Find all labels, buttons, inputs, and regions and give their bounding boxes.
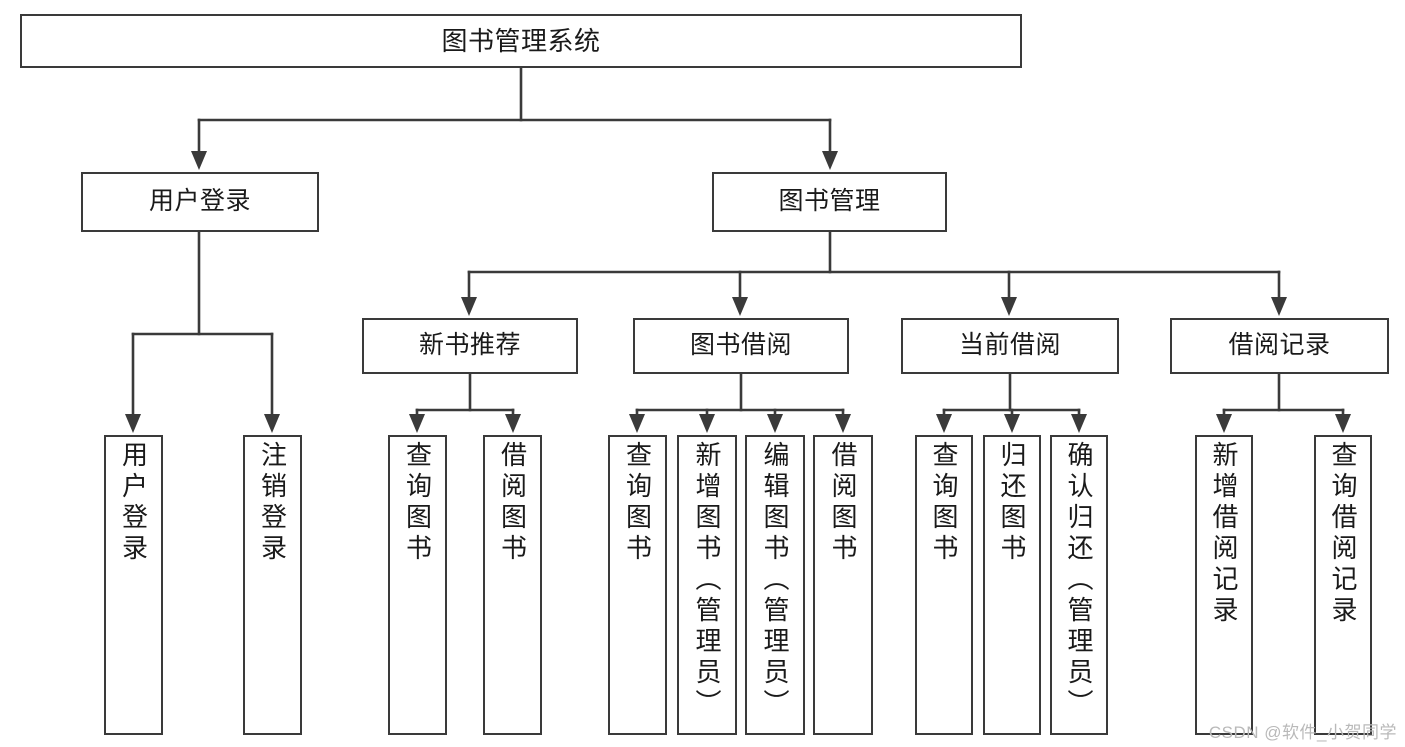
arrowhead-icon xyxy=(1335,414,1351,433)
node-label: 注销登录 xyxy=(257,441,288,565)
node-bookmgr[interactable]: 图书管理 xyxy=(712,172,947,232)
node-l-ret[interactable]: 归还图书 xyxy=(983,435,1041,735)
node-label: 查询图书 xyxy=(622,441,653,565)
node-l-add[interactable]: 新增图书（管理员） xyxy=(677,435,737,735)
arrowhead-icon xyxy=(125,414,141,433)
node-l-addrec[interactable]: 新增借阅记录 xyxy=(1195,435,1253,735)
node-label: 归还图书 xyxy=(997,441,1027,565)
node-newbook[interactable]: 新书推荐 xyxy=(362,318,578,374)
arrowhead-icon xyxy=(1071,414,1087,433)
node-l-q2[interactable]: 查询图书 xyxy=(608,435,667,735)
node-label: 新增图书（管理员） xyxy=(692,441,722,720)
arrowhead-icon xyxy=(936,414,952,433)
node-root[interactable]: 图书管理系统 xyxy=(20,14,1022,68)
arrowhead-icon xyxy=(732,297,748,316)
arrowhead-icon xyxy=(699,414,715,433)
node-label: 用户登录 xyxy=(148,187,251,216)
arrowhead-icon xyxy=(1271,297,1287,316)
node-l-confirm[interactable]: 确认归还（管理员） xyxy=(1050,435,1108,735)
node-label: 借阅图书 xyxy=(497,441,528,565)
node-label: 新书推荐 xyxy=(418,331,521,360)
arrowhead-icon xyxy=(1001,297,1017,316)
arrowhead-icon xyxy=(1216,414,1232,433)
node-current[interactable]: 当前借阅 xyxy=(901,318,1119,374)
node-label: 查询借阅记录 xyxy=(1328,441,1358,627)
node-label: 编辑图书（管理员） xyxy=(760,441,790,720)
arrowhead-icon xyxy=(264,414,280,433)
watermark-label: CSDN @软件_小贺同学 xyxy=(1208,723,1397,742)
node-l-edit[interactable]: 编辑图书（管理员） xyxy=(745,435,805,735)
node-l-b1[interactable]: 借阅图书 xyxy=(483,435,542,735)
node-records[interactable]: 借阅记录 xyxy=(1170,318,1389,374)
arrowhead-icon xyxy=(505,414,521,433)
arrowhead-icon xyxy=(822,151,838,170)
node-borrow[interactable]: 图书借阅 xyxy=(633,318,849,374)
node-label: 确认归还（管理员） xyxy=(1064,441,1094,720)
node-label: 当前借阅 xyxy=(958,331,1061,360)
arrowhead-icon xyxy=(461,297,477,316)
node-l-logout[interactable]: 注销登录 xyxy=(243,435,302,735)
arrowhead-icon xyxy=(1004,414,1020,433)
arrowhead-icon xyxy=(767,414,783,433)
node-l-q1[interactable]: 查询图书 xyxy=(388,435,447,735)
node-l-qrec[interactable]: 查询借阅记录 xyxy=(1314,435,1372,735)
node-label: 用户登录 xyxy=(118,441,149,565)
arrowhead-icon xyxy=(835,414,851,433)
node-label: 新增借阅记录 xyxy=(1209,441,1239,627)
node-l-b2[interactable]: 借阅图书 xyxy=(813,435,873,735)
node-label: 查询图书 xyxy=(402,441,433,565)
node-l-q3[interactable]: 查询图书 xyxy=(915,435,973,735)
node-label: 查询图书 xyxy=(929,441,959,565)
node-login[interactable]: 用户登录 xyxy=(81,172,319,232)
arrowhead-icon xyxy=(629,414,645,433)
node-l-login[interactable]: 用户登录 xyxy=(104,435,163,735)
node-label: 借阅记录 xyxy=(1228,331,1331,360)
arrowhead-icon xyxy=(191,151,207,170)
arrowhead-icon xyxy=(409,414,425,433)
node-label: 图书管理 xyxy=(778,187,881,216)
node-label: 图书管理系统 xyxy=(441,25,601,56)
node-label: 借阅图书 xyxy=(828,441,858,565)
node-label: 图书借阅 xyxy=(689,331,792,360)
